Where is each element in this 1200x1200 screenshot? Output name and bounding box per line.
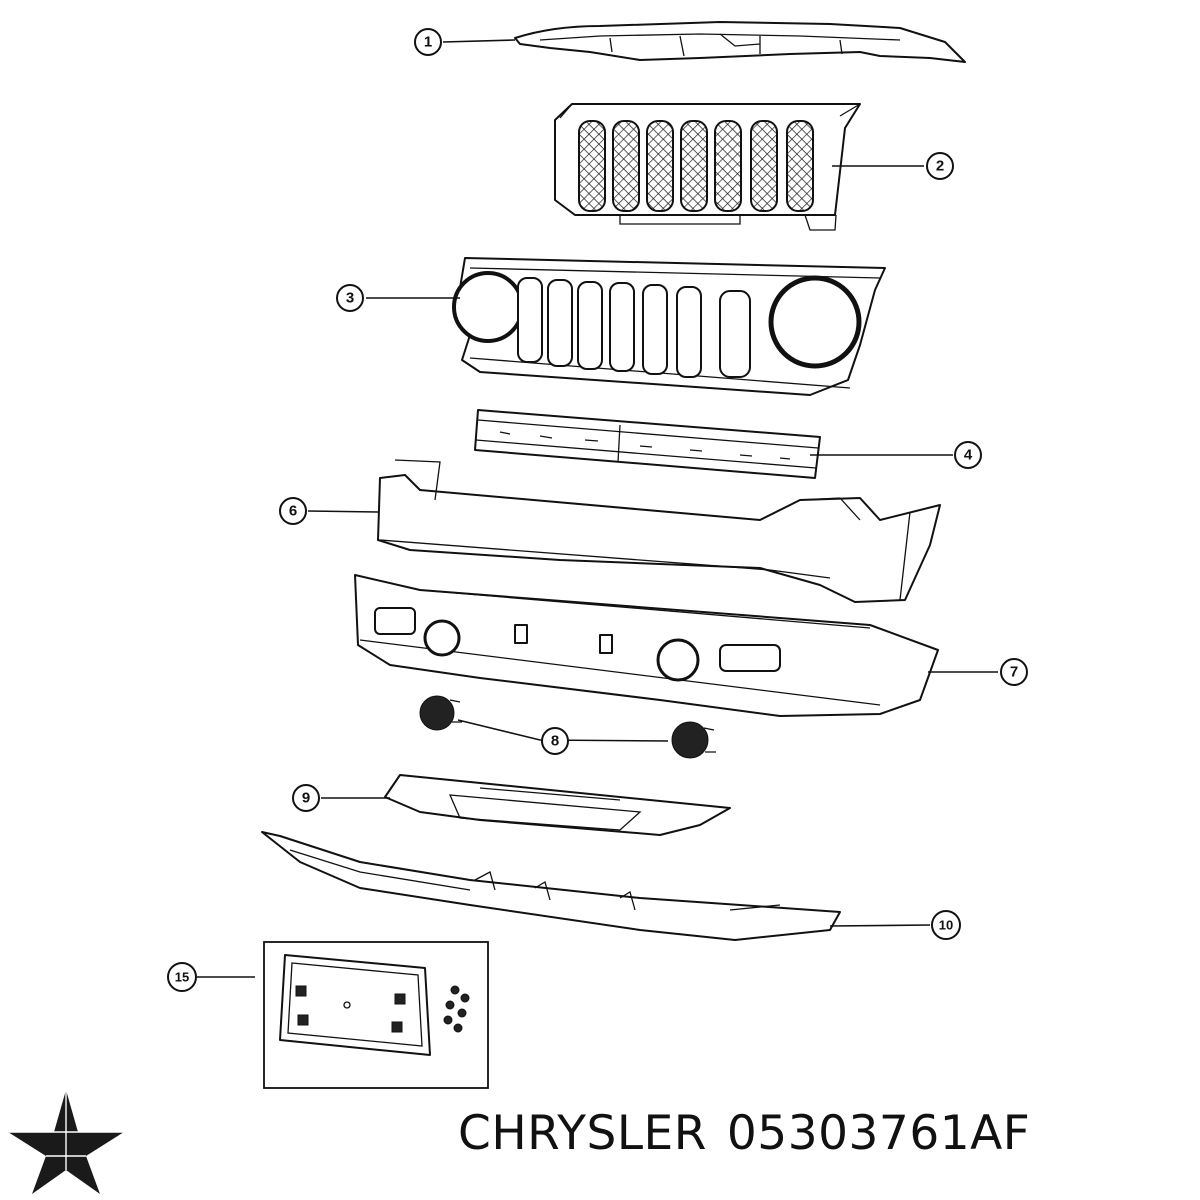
callout-label: 6 — [289, 503, 297, 520]
callout-label: 7 — [1010, 664, 1018, 681]
callout-7: 7 — [1000, 658, 1028, 686]
callout-15: 15 — [167, 962, 197, 992]
callout-8: 8 — [541, 727, 569, 755]
part-3-grille-shell[interactable] — [452, 257, 886, 396]
chrysler-pentastar-icon — [8, 1090, 124, 1194]
callout-label: 4 — [964, 447, 973, 464]
part-caption: CHRYSLER 05303761AF — [458, 1106, 1198, 1161]
callout-label: 10 — [939, 918, 953, 933]
part-15-license-plate-kit[interactable] — [263, 941, 489, 1089]
callout-label: 8 — [551, 733, 559, 750]
callout-4: 4 — [954, 441, 982, 469]
callout-3: 3 — [336, 284, 364, 312]
callout-10: 10 — [931, 910, 961, 940]
part-8-fog-lamps[interactable] — [419, 695, 716, 759]
callout-6: 6 — [279, 497, 307, 525]
callout-9: 9 — [292, 784, 320, 812]
part-7-lower-bumper-fascia[interactable] — [354, 574, 939, 717]
part-4-bumper-bracket[interactable] — [474, 409, 821, 479]
callout-1: 1 — [414, 28, 442, 56]
part-6-upper-bumper-fascia[interactable] — [377, 459, 941, 603]
callout-label: 1 — [424, 34, 432, 51]
part-9-skid-plate[interactable] — [384, 774, 731, 836]
callout-label: 9 — [302, 790, 310, 807]
brand-name: CHRYSLER — [458, 1106, 707, 1161]
part-1-upper-grille-support[interactable] — [514, 21, 966, 63]
part-10-lower-reinforcement[interactable] — [261, 831, 841, 941]
part-2-grille-mesh-insert[interactable] — [554, 103, 861, 231]
leader-lines — [197, 39, 998, 978]
callout-label: 2 — [936, 158, 944, 175]
callout-label: 3 — [346, 290, 354, 307]
callout-2: 2 — [926, 152, 954, 180]
callout-label: 15 — [175, 970, 189, 985]
part-number: 05303761AF — [726, 1106, 1031, 1161]
